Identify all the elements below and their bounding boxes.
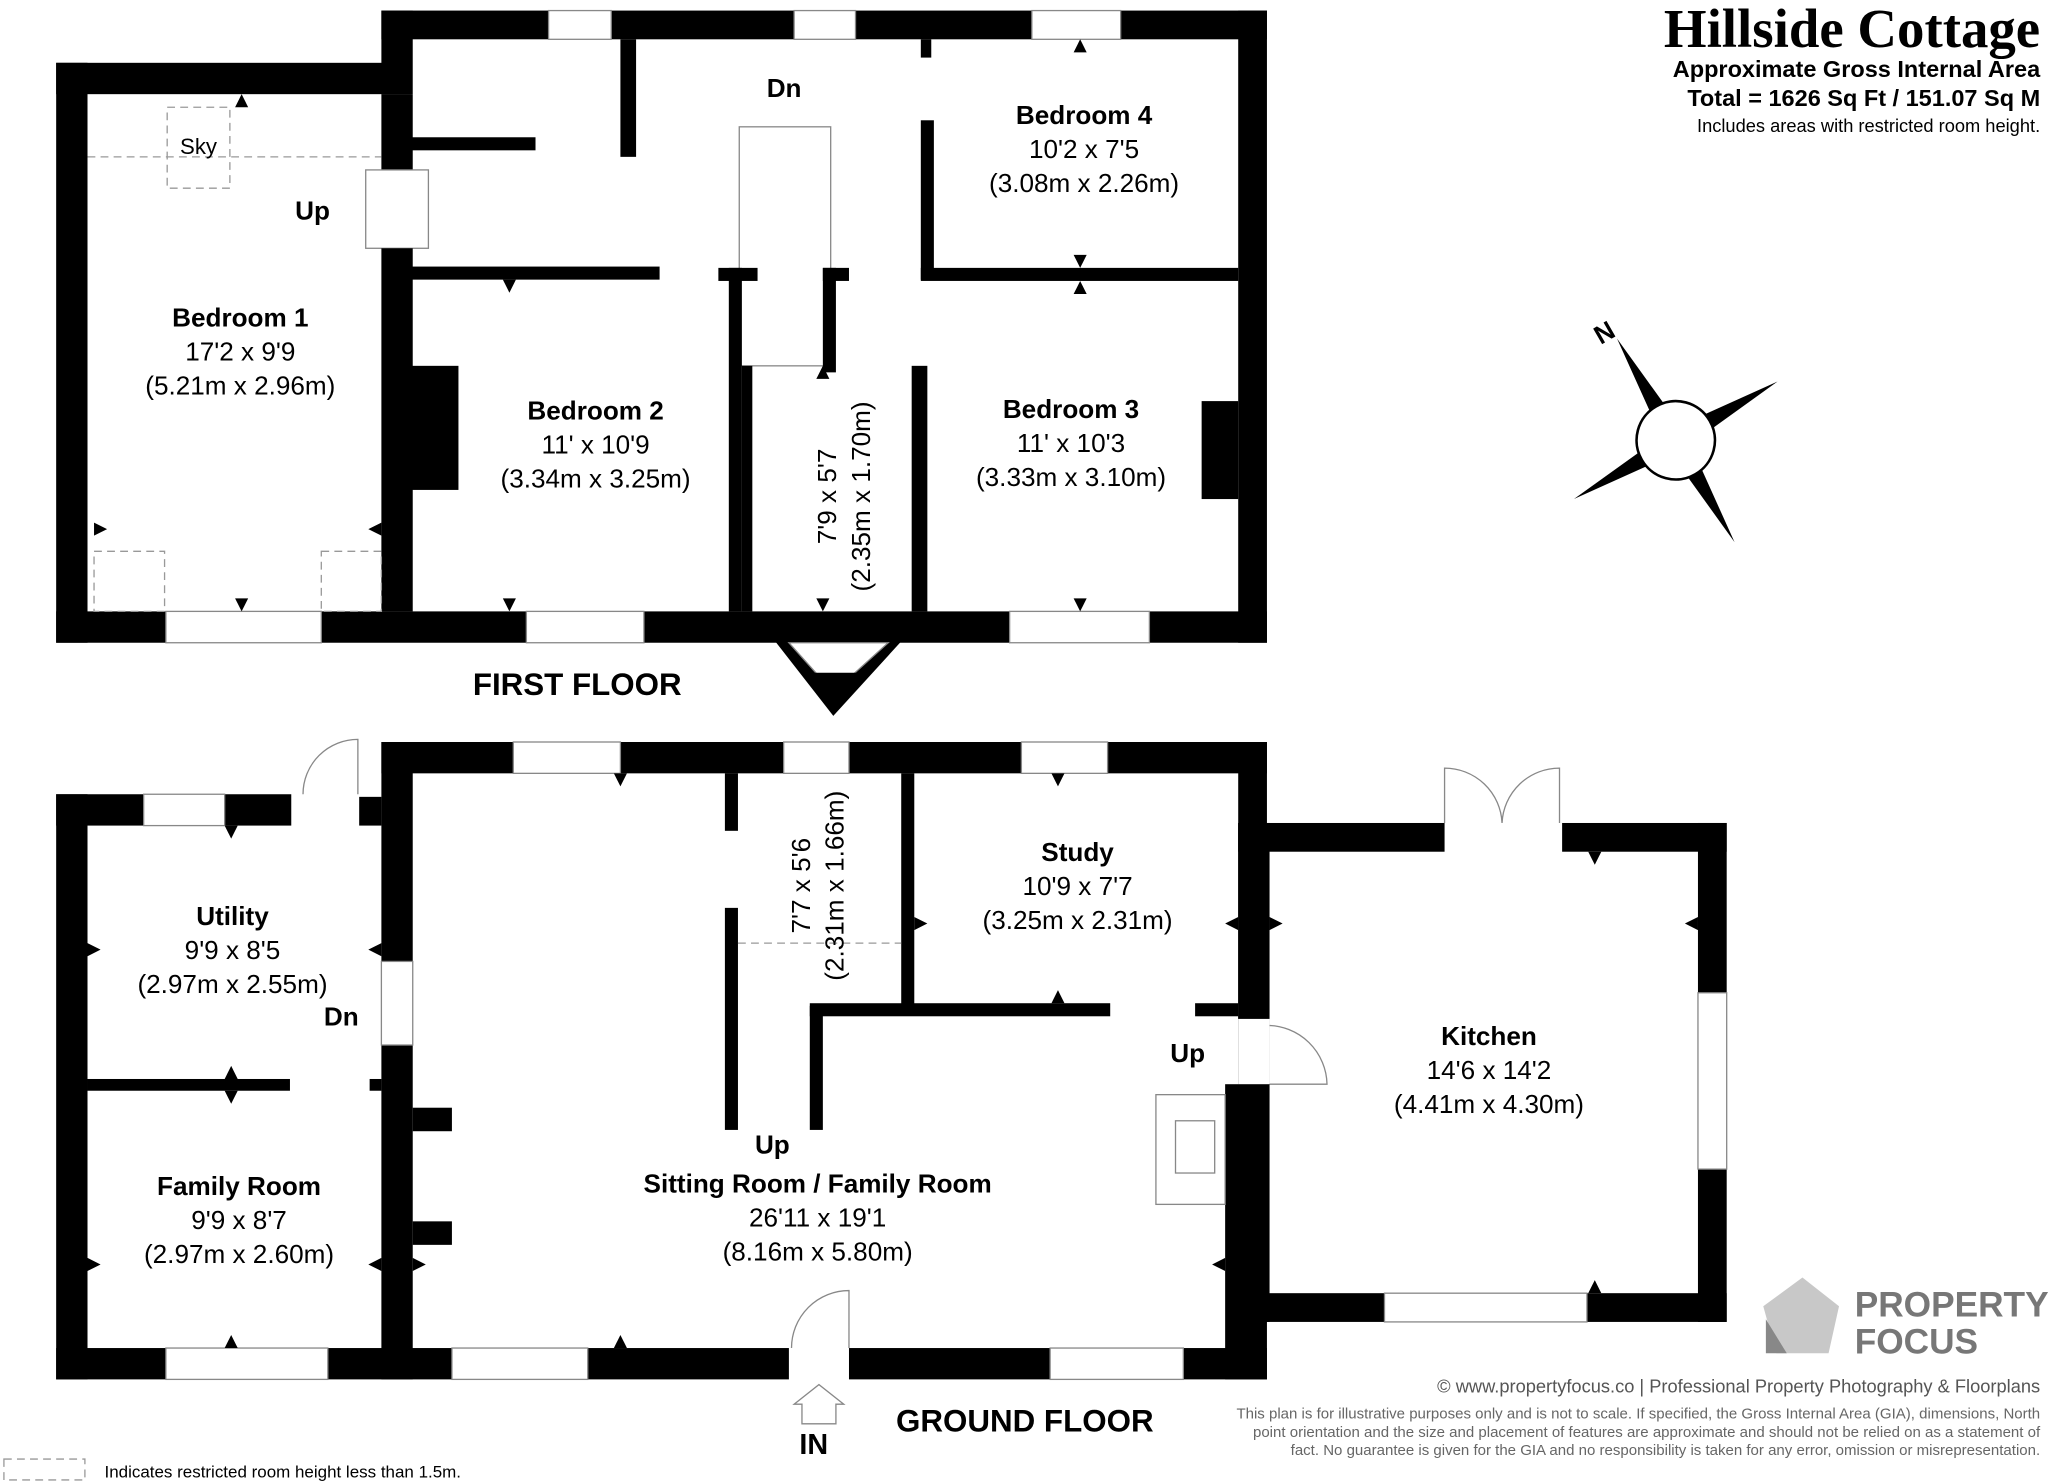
entrance-label: IN — [799, 1429, 828, 1461]
room-name: Sitting Room / Family Room — [644, 1169, 992, 1199]
room-name: Utility — [196, 901, 269, 931]
area-note: Includes areas with restricted room heig… — [1697, 115, 2040, 136]
svg-text:FOCUS: FOCUS — [1855, 1322, 1978, 1361]
room-dims-metric: (5.21m x 2.96m) — [145, 371, 335, 401]
room-name: Bedroom 1 — [172, 303, 308, 333]
room-dims-metric: (3.25m x 2.31m) — [983, 905, 1173, 935]
room-dims-imperial: 10'9 x 7'7 — [1022, 871, 1132, 901]
up-label-first: Up — [295, 196, 330, 226]
room-dims-metric: (3.33m x 3.10m) — [976, 462, 1166, 492]
room-dims-imperial: 11' x 10'9 — [541, 429, 649, 459]
room-dims-imperial: 14'6 x 14'2 — [1427, 1055, 1552, 1085]
room-dims-metric: (3.34m x 3.25m) — [501, 463, 691, 493]
room-dims-metric: (2.31m x 1.66m) — [820, 791, 850, 981]
area-subtitle: Approximate Gross Internal Area — [1673, 56, 2041, 82]
room-dims-imperial: 17'2 x 9'9 — [185, 337, 295, 367]
disclaimer-line: This plan is for illustrative purposes o… — [1236, 1406, 2040, 1423]
copyright: © www.propertyfocus.co | Professional Pr… — [1437, 1375, 2040, 1396]
room-dims-imperial: 9'9 x 8'7 — [191, 1205, 287, 1235]
room-dims-metric: (3.08m x 2.26m) — [989, 168, 1179, 198]
room-name: Bedroom 3 — [1003, 394, 1139, 424]
ground-floor-plan — [56, 738, 1728, 1425]
room-dims-metric: (8.16m x 5.80m) — [723, 1237, 913, 1267]
room-name: Family Room — [157, 1171, 321, 1201]
room-name: Kitchen — [1441, 1021, 1537, 1051]
room-dims-imperial: 9'9 x 8'5 — [185, 935, 281, 965]
room-dims-metric: (2.97m x 2.60m) — [144, 1239, 334, 1269]
first-floor-label: FIRST FLOOR — [473, 667, 682, 702]
room-dims-metric: (4.41m x 4.30m) — [1394, 1089, 1584, 1119]
room-dims-imperial: 11' x 10'3 — [1017, 428, 1125, 458]
up-label-kitchen: Up — [1170, 1038, 1205, 1068]
room-dims-imperial: 7'9 x 5'7 — [812, 449, 842, 545]
property-focus-logo: PROPERTY FOCUS — [1763, 1277, 2048, 1361]
room-dims-metric: (2.35m x 1.70m) — [846, 401, 876, 591]
room-dims-imperial: 26'11 x 19'1 — [749, 1203, 886, 1233]
disclaimer-line: point orientation and the size and place… — [1253, 1424, 2041, 1441]
room-dims-imperial: 7'7 x 5'6 — [786, 838, 816, 934]
room-name: Study — [1041, 837, 1114, 867]
room-dims-metric: (2.97m x 2.55m) — [137, 969, 327, 999]
legend-text: Indicates restricted room height less th… — [104, 1462, 461, 1481]
first-floor-plan — [56, 9, 1267, 716]
property-title: Hillside Cottage — [1664, 0, 2040, 59]
up-label-stairs: Up — [755, 1129, 790, 1159]
svg-text:PROPERTY: PROPERTY — [1855, 1286, 2048, 1325]
dn-label-first: Dn — [767, 73, 802, 103]
room-dims-imperial: 10'2 x 7'5 — [1029, 134, 1139, 164]
ground-floor-label: GROUND FLOOR — [896, 1404, 1154, 1439]
restricted-height-legend-swatch — [3, 1458, 86, 1481]
compass-icon — [1573, 338, 1778, 543]
room-name: Bedroom 4 — [1016, 100, 1153, 130]
room-name: Bedroom 2 — [527, 395, 663, 425]
dn-label-ground: Dn — [324, 1001, 359, 1031]
area-total: Total = 1626 Sq Ft / 151.07 Sq M — [1687, 85, 2040, 111]
disclaimer-line: fact. No guarantee is given for the GIA … — [1291, 1442, 2040, 1459]
compass-north-label: N — [1589, 315, 1620, 350]
skylight-label: Sky — [180, 134, 218, 159]
